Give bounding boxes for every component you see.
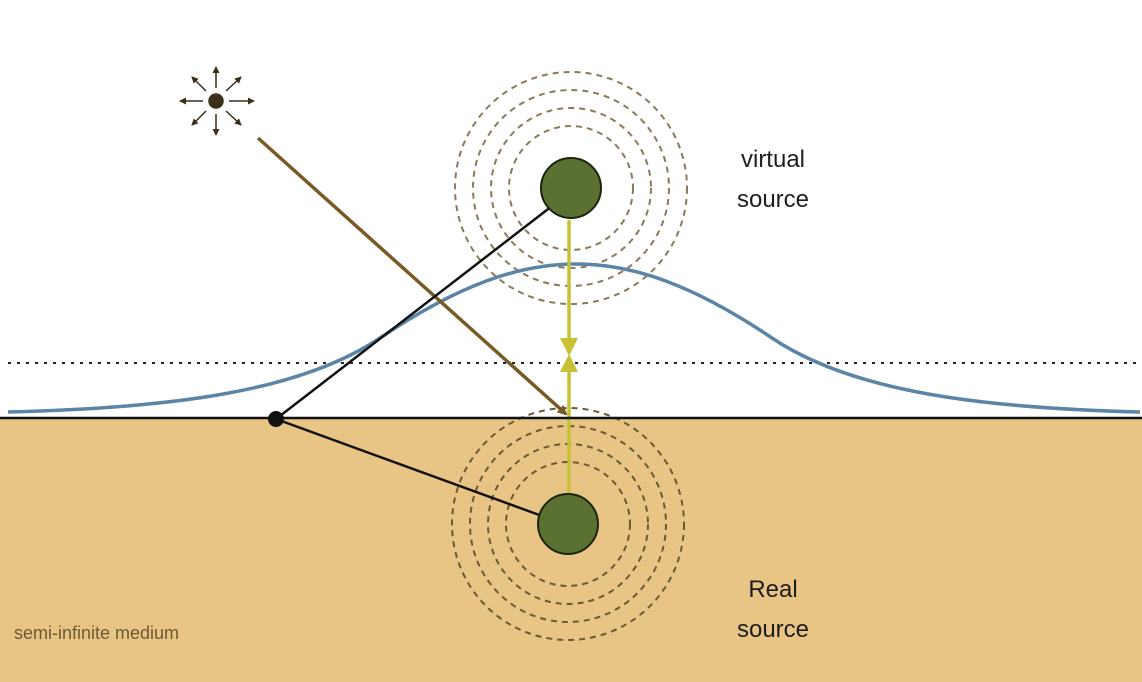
real-source bbox=[537, 493, 599, 555]
light-ray-se bbox=[225, 110, 242, 126]
real-source-label: Real source bbox=[713, 570, 833, 650]
virtual-source-label: virtual source bbox=[713, 140, 833, 220]
virtual-ring bbox=[454, 71, 688, 305]
virtual-ring bbox=[472, 89, 670, 287]
real-source-label-line2: source bbox=[736, 616, 810, 643]
ray-to-real-source bbox=[275, 417, 543, 518]
virtual-ring bbox=[508, 125, 634, 251]
point-light-source-icon bbox=[179, 66, 255, 136]
real-source-label-line1: Real bbox=[748, 576, 798, 603]
incident-light-ray bbox=[256, 136, 568, 416]
mirror-axis bbox=[560, 220, 578, 494]
reflectance-profile-curve bbox=[7, 262, 1141, 414]
mirror-axis-arrowhead-up bbox=[560, 354, 578, 372]
real-ring bbox=[469, 425, 667, 623]
virtual-source-rings bbox=[454, 71, 688, 305]
real-ring bbox=[451, 407, 685, 641]
virtual-source-label-line1: virtual bbox=[740, 146, 806, 173]
virtual-source-label-line2: source bbox=[736, 186, 810, 213]
ray-to-virtual-source bbox=[275, 205, 553, 420]
medium-label: semi-infinite medium bbox=[14, 623, 180, 643]
virtual-ring bbox=[490, 107, 652, 269]
mirror-axis-arrowhead-down bbox=[560, 338, 578, 356]
light-ray-nw bbox=[191, 76, 207, 92]
light-ray-sw bbox=[191, 110, 207, 126]
detector-point bbox=[268, 411, 284, 427]
light-ray-ne bbox=[225, 76, 242, 92]
light-source-core bbox=[208, 93, 224, 109]
virtual-source bbox=[540, 157, 602, 219]
